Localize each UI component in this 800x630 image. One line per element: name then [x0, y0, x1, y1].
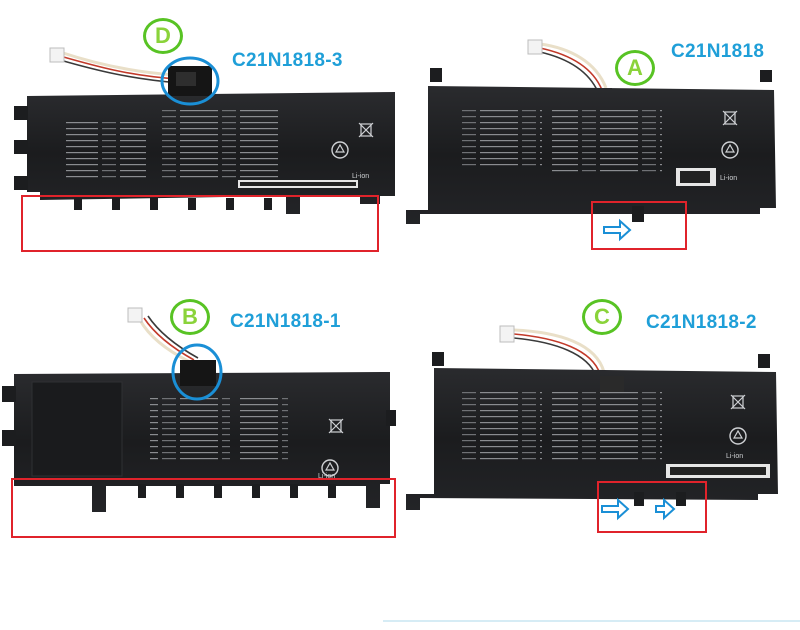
connector-highlight-circle: [171, 343, 223, 401]
li-ion-label: Li-ion: [720, 175, 737, 182]
tabs-highlight-box: [21, 195, 379, 252]
variant-badge-c: C: [582, 299, 622, 335]
arrow-right-icon: [601, 497, 630, 521]
model-label-c21n1818-2: C21N1818-2: [646, 312, 757, 333]
battery-bottom-left: Li-ion: [2, 307, 396, 512]
variant-badge-a: A: [615, 50, 655, 86]
battery-top-left: Li-ion: [14, 47, 395, 214]
li-ion-label: Li-ion: [352, 173, 369, 180]
notch-highlight-box: [597, 481, 707, 533]
li-ion-label: Li-ion: [726, 453, 743, 460]
arrow-right-icon: [603, 218, 632, 242]
model-label-c21n1818: C21N1818: [671, 41, 765, 62]
model-label-c21n1818-3: C21N1818-3: [232, 50, 343, 71]
battery-bottom-right: Li-ion: [406, 325, 778, 510]
li-ion-label: Li-ion: [318, 473, 335, 480]
notch-highlight-box: [591, 201, 687, 250]
battery-top-right: Li-ion: [406, 39, 776, 224]
variant-badge-b: B: [170, 299, 210, 335]
arrow-right-icon: [655, 497, 676, 521]
tabs-highlight-box: [11, 478, 396, 538]
model-label-c21n1818-1: C21N1818-1: [230, 311, 341, 332]
variant-badge-d: D: [143, 18, 183, 54]
bottom-divider: [383, 620, 800, 622]
connector-highlight-circle: [160, 56, 220, 106]
